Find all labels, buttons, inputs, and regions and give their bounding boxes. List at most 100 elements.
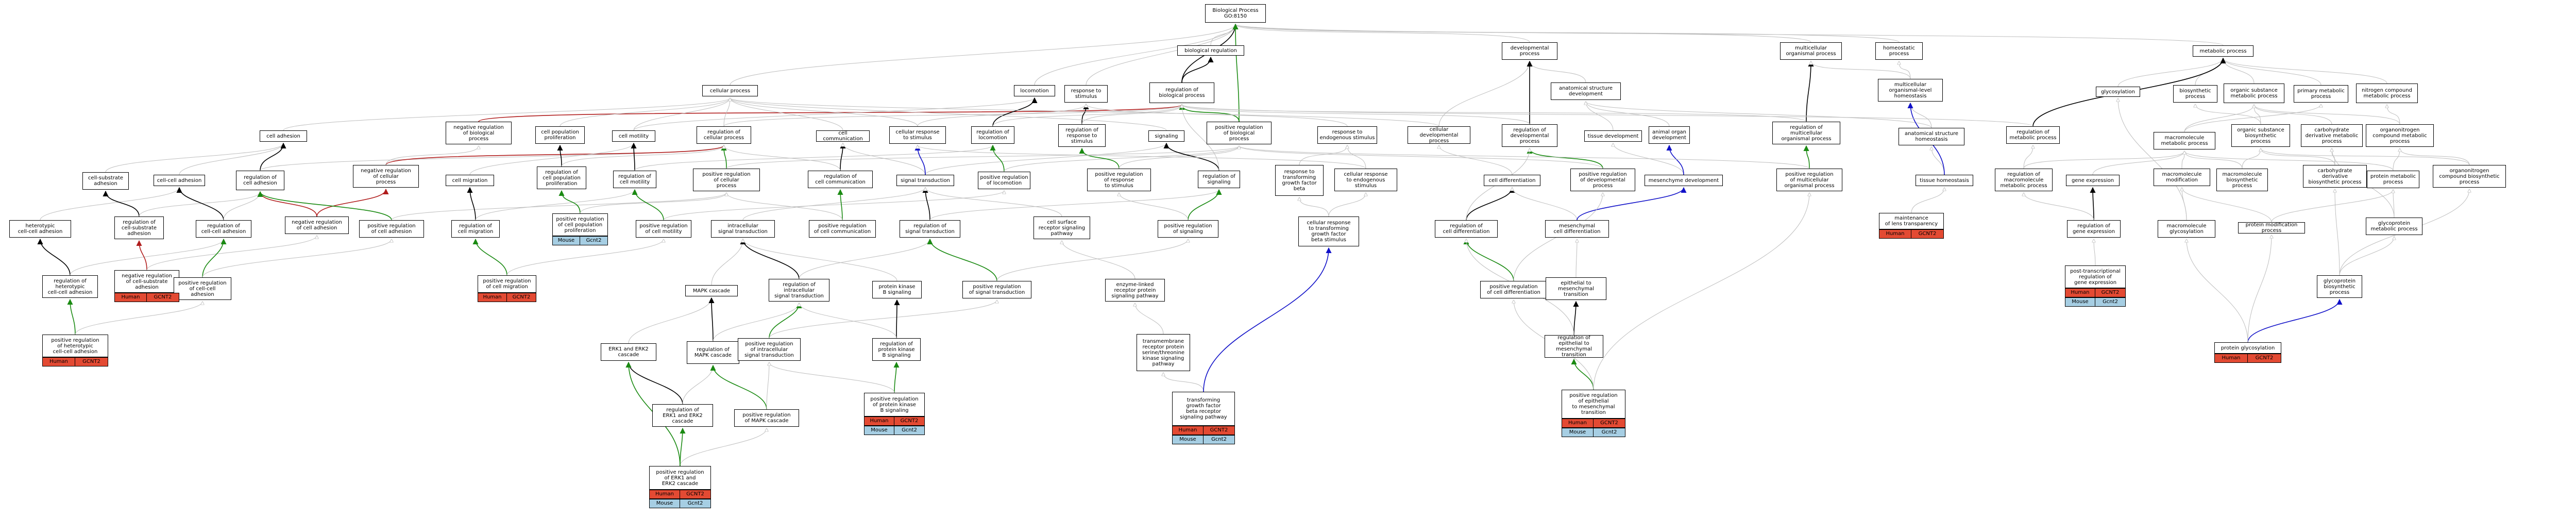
- go-term-mlh[interactable]: multicellular organismal-level homeostas…: [1878, 79, 1943, 102]
- go-term-prca[interactable]: positive regulation of cell adhesion: [359, 220, 424, 238]
- go-term-gpbp[interactable]: glycoprotein biosynthetic process: [2317, 275, 2362, 298]
- go-term-rmmmp[interactable]: regulation of macromolecule metabolic pr…: [1995, 169, 2053, 191]
- go-term-medev[interactable]: mesenchyme development: [1645, 175, 1723, 186]
- go-term-prmop[interactable]: positive regulation of multicellular org…: [1776, 169, 1842, 191]
- go-term-rloc[interactable]: regulation of locomotion: [971, 126, 1014, 144]
- go-term-prpkb[interactable]: positive regulation of protein kinase B …: [864, 393, 925, 416]
- go-term-ocmp[interactable]: organonitrogen compound metabolic proces…: [2366, 124, 2434, 147]
- go-term-rcmig[interactable]: regulation of cell migration: [451, 220, 500, 238]
- go-term-prerk[interactable]: positive regulation of ERK1 and ERK2 cas…: [649, 466, 711, 490]
- go-term-mp[interactable]: metabolic process: [2193, 45, 2253, 57]
- go-term-mmmod[interactable]: macromolecule modification: [2154, 169, 2210, 186]
- go-term-cp[interactable]: cellular process: [702, 85, 758, 96]
- go-term-rmmp[interactable]: regulation of metabolic process: [2006, 126, 2060, 144]
- go-term-erk[interactable]: ERK1 and ERK2 cascade: [601, 343, 656, 361]
- go-term-pkb[interactable]: protein kinase B signaling: [872, 281, 922, 298]
- go-term-remt[interactable]: regulation of epithelial to mesenchymal …: [1545, 335, 1603, 358]
- go-term-ist[interactable]: intracellular signal transduction: [711, 220, 775, 238]
- go-term-rhcca[interactable]: regulation of heterotypic cell-cell adhe…: [42, 275, 98, 298]
- go-term-osbp[interactable]: organic substance biosynthetic process: [2231, 124, 2290, 147]
- go-term-loc[interactable]: locomotion: [1014, 85, 1055, 96]
- go-term-ncmp[interactable]: nitrogen compound metabolic process: [2356, 84, 2418, 103]
- go-term-cpp[interactable]: cell population proliferation: [535, 126, 585, 144]
- go-term-cca[interactable]: cell-cell adhesion: [154, 175, 205, 186]
- go-term-prhcca[interactable]: positive regulation of heterotypic cell-…: [42, 335, 108, 357]
- go-term-pmp[interactable]: primary metabolic process: [2294, 85, 2348, 103]
- go-term-rttgf[interactable]: response to transforming growth factor b…: [1275, 165, 1324, 196]
- go-term-rcpp[interactable]: regulation of cell population proliferat…: [537, 166, 586, 189]
- go-term-prbp[interactable]: positive regulation of biological proces…: [1207, 122, 1272, 144]
- go-term-mapk[interactable]: MAPK cascade: [685, 285, 738, 296]
- go-term-emt[interactable]: epithelial to mesenchymal transition: [1546, 277, 1606, 300]
- go-term-pglyc[interactable]: protein glycosylation: [2214, 342, 2281, 354]
- go-term-gexp[interactable]: gene expression: [2066, 175, 2120, 186]
- go-term-mlt[interactable]: maintenance of lens transparency: [1879, 213, 1944, 229]
- go-term-dev[interactable]: developmental process: [1502, 42, 1557, 60]
- go-term-prcpp[interactable]: positive regulation of cell population p…: [552, 213, 608, 236]
- go-term-rtes[interactable]: response to endogenous stimulus: [1317, 126, 1377, 144]
- go-term-nrca[interactable]: negative regulation of cell adhesion: [285, 216, 349, 234]
- go-term-prmapk[interactable]: positive regulation of MAPK cascade: [734, 409, 799, 427]
- go-term-cdiff[interactable]: cell differentiation: [1484, 175, 1540, 186]
- go-term-sig[interactable]: signaling: [1148, 130, 1184, 142]
- go-term-prsig[interactable]: positive regulation of signaling: [1158, 220, 1218, 238]
- go-term-gpmp[interactable]: glycoprotein metabolic process: [2366, 218, 2422, 235]
- go-term-osmp[interactable]: organic substance metabolic process: [2224, 84, 2284, 103]
- go-term-prcdiff[interactable]: positive regulation of cell differentiat…: [1480, 281, 1547, 298]
- go-term-csa[interactable]: cell-substrate adhesion: [82, 172, 129, 190]
- go-term-csrsp[interactable]: cell surface receptor signaling pathway: [1033, 216, 1090, 239]
- go-term-rcc[interactable]: regulation of cell communication: [808, 171, 873, 188]
- go-term-rcdiff[interactable]: regulation of cell differentiation: [1435, 220, 1498, 238]
- go-term-th[interactable]: tissue homeostasis: [1916, 175, 1973, 186]
- go-term-rcp[interactable]: regulation of cellular process: [697, 126, 751, 144]
- go-term-mmbp[interactable]: macromolecule biosynthetic process: [2216, 169, 2268, 191]
- go-term-prcc[interactable]: positive regulation of cell communicatio…: [809, 220, 876, 238]
- go-term-prrts[interactable]: positive regulation of response to stimu…: [1087, 169, 1151, 191]
- go-term-cmig[interactable]: cell migration: [446, 175, 494, 186]
- go-term-hca[interactable]: heterotypic cell-cell adhesion: [9, 220, 71, 238]
- go-term-breg[interactable]: biological regulation: [1177, 45, 1244, 56]
- go-term-ccom[interactable]: cell communication: [816, 130, 870, 142]
- go-term-crttgf[interactable]: cellular response to transforming growth…: [1298, 216, 1359, 246]
- go-term-st[interactable]: signal transduction: [896, 175, 954, 186]
- go-term-mmmp[interactable]: macromolecule metabolic process: [2154, 132, 2215, 149]
- go-term-asth[interactable]: anatomical structure homeostasis: [1899, 128, 1964, 145]
- go-term-protmp[interactable]: protein metabolic process: [2367, 171, 2419, 188]
- go-term-premt[interactable]: positive regulation of epithelial to mes…: [1562, 390, 1625, 419]
- go-term-prcmig[interactable]: positive regulation of cell migration: [478, 275, 536, 293]
- go-term-bp[interactable]: Biological Process GO:8150: [1205, 4, 1266, 23]
- go-term-nrcsa[interactable]: negative regulation of cell-substrate ad…: [114, 270, 179, 293]
- go-term-rcm[interactable]: regulation of cell motility: [613, 171, 656, 188]
- go-term-prloc[interactable]: positive regulation of locomotion: [978, 172, 1030, 189]
- go-term-rist[interactable]: regulation of intracellular signal trans…: [769, 279, 829, 302]
- go-term-rmop[interactable]: regulation of multicellular organismal p…: [1772, 122, 1840, 144]
- go-term-rpkb[interactable]: regulation of protein kinase B signaling: [872, 338, 921, 361]
- go-term-cdmp[interactable]: carbohydrate derivative metabolic proces…: [2301, 124, 2363, 147]
- go-term-glyc[interactable]: glycosylation: [2096, 87, 2140, 97]
- go-term-rerk[interactable]: regulation of ERK1 and ERK2 cascade: [652, 404, 713, 427]
- go-term-rts[interactable]: response to stimulus: [1064, 85, 1108, 103]
- go-term-rsig[interactable]: regulation of signaling: [1198, 171, 1240, 188]
- go-term-prist[interactable]: positive regulation of intracellular sig…: [738, 338, 801, 361]
- go-term-crtes[interactable]: cellular response to endogenous stimulus: [1334, 169, 1397, 191]
- go-term-prst[interactable]: positive regulation of signal transducti…: [962, 281, 1031, 298]
- go-term-ptlrge[interactable]: post-transcriptional regulation of gene …: [2065, 265, 2126, 288]
- go-term-nrcp[interactable]: negative regulation of cellular process: [353, 165, 419, 188]
- go-term-etrsp[interactable]: enzyme-linked receptor protein signaling…: [1105, 279, 1165, 302]
- go-term-rge[interactable]: regulation of gene expression: [2067, 220, 2121, 238]
- go-term-cdp[interactable]: cellular developmental process: [1408, 126, 1470, 144]
- go-term-rmapk[interactable]: regulation of MAPK cascade: [687, 341, 739, 364]
- go-term-rrts[interactable]: regulation of response to stimulus: [1058, 124, 1106, 147]
- go-term-cmot[interactable]: cell motility: [612, 130, 655, 142]
- go-term-robp[interactable]: regulation of biological process: [1149, 82, 1214, 103]
- go-term-rdp[interactable]: regulation of developmental process: [1502, 124, 1557, 147]
- go-term-aod[interactable]: animal organ development: [1649, 126, 1690, 144]
- go-term-prcp[interactable]: positive regulation of cellular process: [693, 169, 760, 191]
- go-term-rcsa[interactable]: regulation of cell-substrate adhesion: [114, 216, 164, 239]
- go-term-bsp[interactable]: biosynthetic process: [2173, 85, 2217, 103]
- go-term-mcd[interactable]: mesenchymal cell differentiation: [1545, 220, 1609, 238]
- go-term-asd[interactable]: anatomical structure development: [1551, 82, 1621, 100]
- go-term-cadh[interactable]: cell adhesion: [260, 130, 307, 142]
- go-term-crs[interactable]: cellular response to stimulus: [889, 126, 946, 144]
- go-term-mmglyc[interactable]: macromolecule glycosylation: [2158, 220, 2215, 238]
